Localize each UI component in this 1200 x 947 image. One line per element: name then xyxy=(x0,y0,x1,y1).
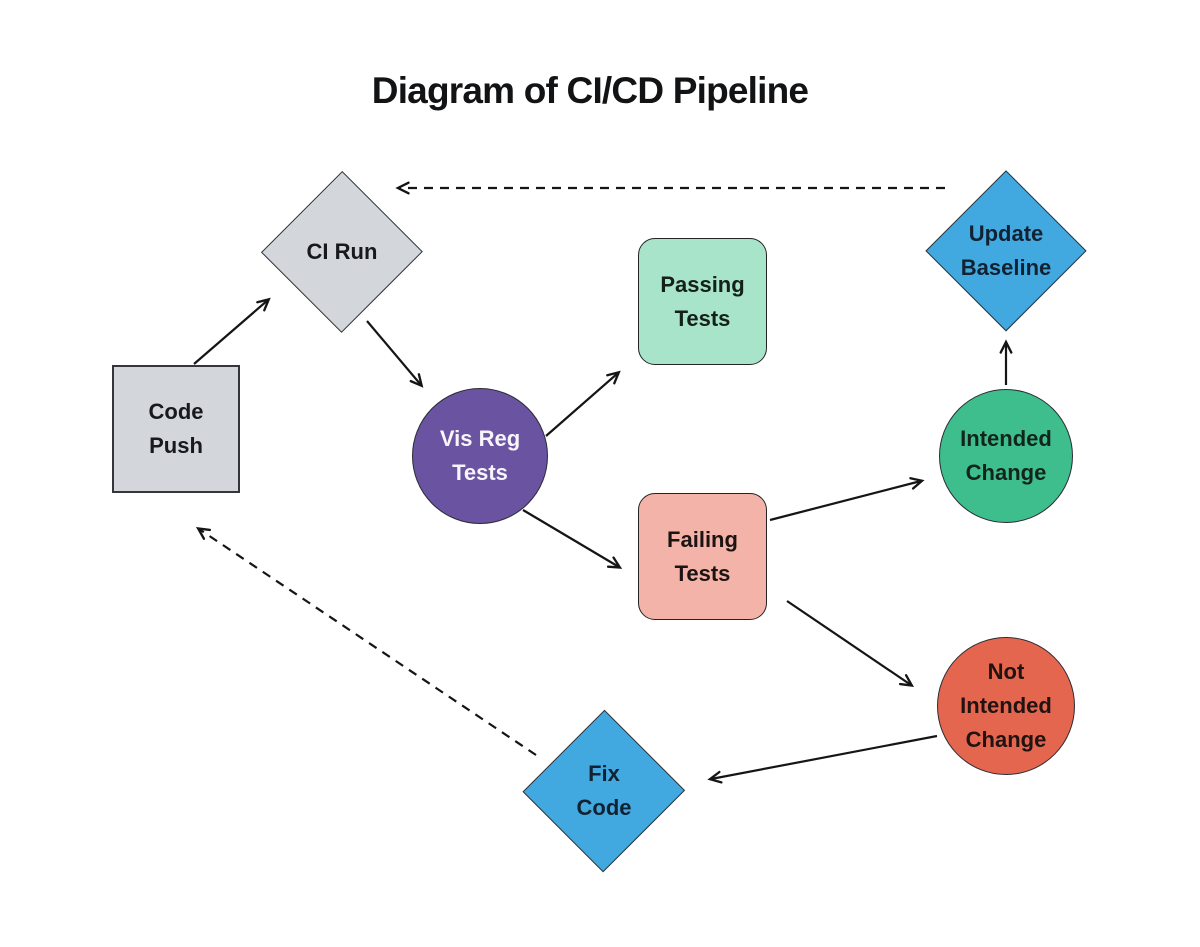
node-failing-tests: Failing Tests xyxy=(638,493,767,620)
node-ci-run-label: CI Run xyxy=(306,238,378,264)
node-intended-change: Intended Change xyxy=(939,389,1073,523)
edge-vis-reg-tests-to-passing-tests xyxy=(545,370,621,437)
node-update-baseline: Update Baseline xyxy=(925,170,1087,332)
node-code-push: Code Push xyxy=(112,365,240,493)
node-vis-reg-tests-label: Vis Reg Tests xyxy=(439,426,521,485)
node-not-intended-change-label: Not Intended Change xyxy=(960,659,1052,752)
node-vis-reg-tests: Vis Reg Tests xyxy=(412,388,548,524)
edge-failing-tests-to-not-intended-change xyxy=(786,600,915,688)
edge-fix-code-to-code-push-dashed xyxy=(195,526,537,756)
node-intended-change-label: Intended Change xyxy=(960,426,1052,485)
node-passing-tests: Passing Tests xyxy=(638,238,767,365)
edge-failing-tests-to-intended-change xyxy=(769,477,925,522)
diagram-title: Diagram of CI/CD Pipeline xyxy=(371,70,809,111)
node-update-baseline-label: Update Baseline xyxy=(960,221,1052,280)
edge-vis-reg-tests-to-failing-tests xyxy=(522,509,623,569)
node-failing-tests-label: Failing Tests xyxy=(667,526,738,586)
edge-code-push-to-ci-run xyxy=(193,297,271,365)
edge-not-intended-change-to-fix-code xyxy=(707,734,938,784)
node-fix-code-label: Fix Code xyxy=(576,761,632,820)
node-fix-code: Fix Code xyxy=(522,709,686,873)
node-passing-tests-label: Passing Tests xyxy=(660,271,745,331)
node-ci-run: CI Run xyxy=(260,170,424,333)
node-code-push-label: Code Push xyxy=(148,399,204,458)
node-not-intended-change: Not Intended Change xyxy=(937,637,1075,775)
